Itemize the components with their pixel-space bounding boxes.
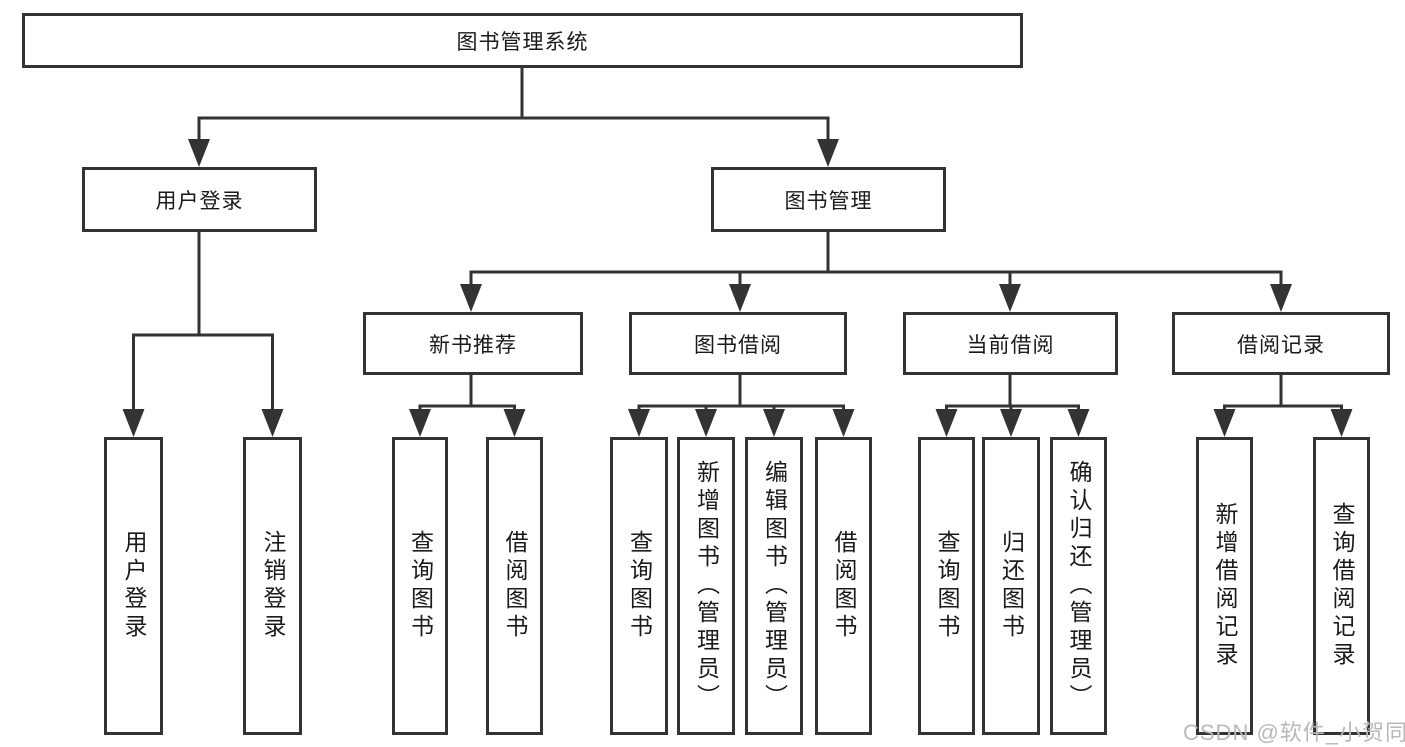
- node-borrowing-records: 借阅记录: [1172, 312, 1390, 375]
- node-borrowing-records-label: 借阅记录: [1237, 333, 1325, 357]
- node-login-action: 用户登录: [104, 437, 163, 735]
- node-cb-confirm-return-admin-label: 确认归还（管理员）: [1066, 460, 1092, 712]
- node-new-book-recommend: 新书推荐: [363, 312, 583, 375]
- node-br-add-record-label: 新增借阅记录: [1212, 502, 1238, 670]
- node-bb-query-books: 查询图书: [610, 437, 668, 735]
- node-book-management-label: 图书管理: [784, 189, 873, 213]
- node-nbr-query-books-label: 查询图书: [407, 530, 434, 642]
- node-cb-return-books: 归还图书: [982, 437, 1040, 735]
- arrowheads: [122, 139, 1353, 437]
- node-br-query-record-label: 查询借阅记录: [1329, 502, 1355, 670]
- node-book-borrowing-label: 图书借阅: [694, 333, 782, 357]
- node-bb-edit-books-admin-label: 编辑图书（管理员）: [761, 460, 788, 712]
- node-root-label: 图书管理系统: [456, 30, 589, 54]
- node-new-book-recommend-label: 新书推荐: [429, 333, 517, 357]
- node-br-query-record: 查询借阅记录: [1313, 437, 1370, 735]
- node-logout-action: 注销登录: [243, 437, 302, 735]
- node-bb-query-books-label: 查询图书: [626, 530, 653, 642]
- node-nbr-borrow-books-label: 借阅图书: [502, 530, 528, 642]
- node-bb-add-books-admin-label: 新增图书（管理员）: [693, 460, 720, 712]
- node-cb-confirm-return-admin: 确认归还（管理员）: [1050, 437, 1107, 735]
- node-logout-action-label: 注销登录: [260, 530, 286, 642]
- node-nbr-borrow-books: 借阅图书: [486, 437, 543, 735]
- node-root-library-system: 图书管理系统: [22, 13, 1023, 68]
- node-cb-query-books-label: 查询图书: [934, 530, 960, 642]
- node-current-borrowing-label: 当前借阅: [966, 333, 1055, 357]
- node-cb-query-books: 查询图书: [918, 437, 975, 735]
- node-bb-add-books-admin: 新增图书（管理员）: [677, 437, 735, 735]
- node-user-login: 用户登录: [82, 167, 317, 232]
- csdn-watermark: CSDN @软件_小贺同学: [1183, 720, 1405, 745]
- node-bb-borrow-books-label: 借阅图书: [831, 530, 857, 642]
- node-nbr-query-books: 查询图书: [392, 437, 448, 735]
- node-current-borrowing: 当前借阅: [903, 312, 1118, 375]
- node-cb-return-books-label: 归还图书: [998, 530, 1025, 642]
- node-user-login-label: 用户登录: [155, 189, 244, 213]
- node-br-add-record: 新增借阅记录: [1196, 437, 1253, 735]
- node-book-management: 图书管理: [711, 167, 946, 232]
- node-book-borrowing: 图书借阅: [629, 312, 847, 375]
- node-bb-borrow-books: 借阅图书: [815, 437, 872, 735]
- node-bb-edit-books-admin: 编辑图书（管理员）: [745, 437, 803, 735]
- node-login-action-label: 用户登录: [121, 530, 147, 642]
